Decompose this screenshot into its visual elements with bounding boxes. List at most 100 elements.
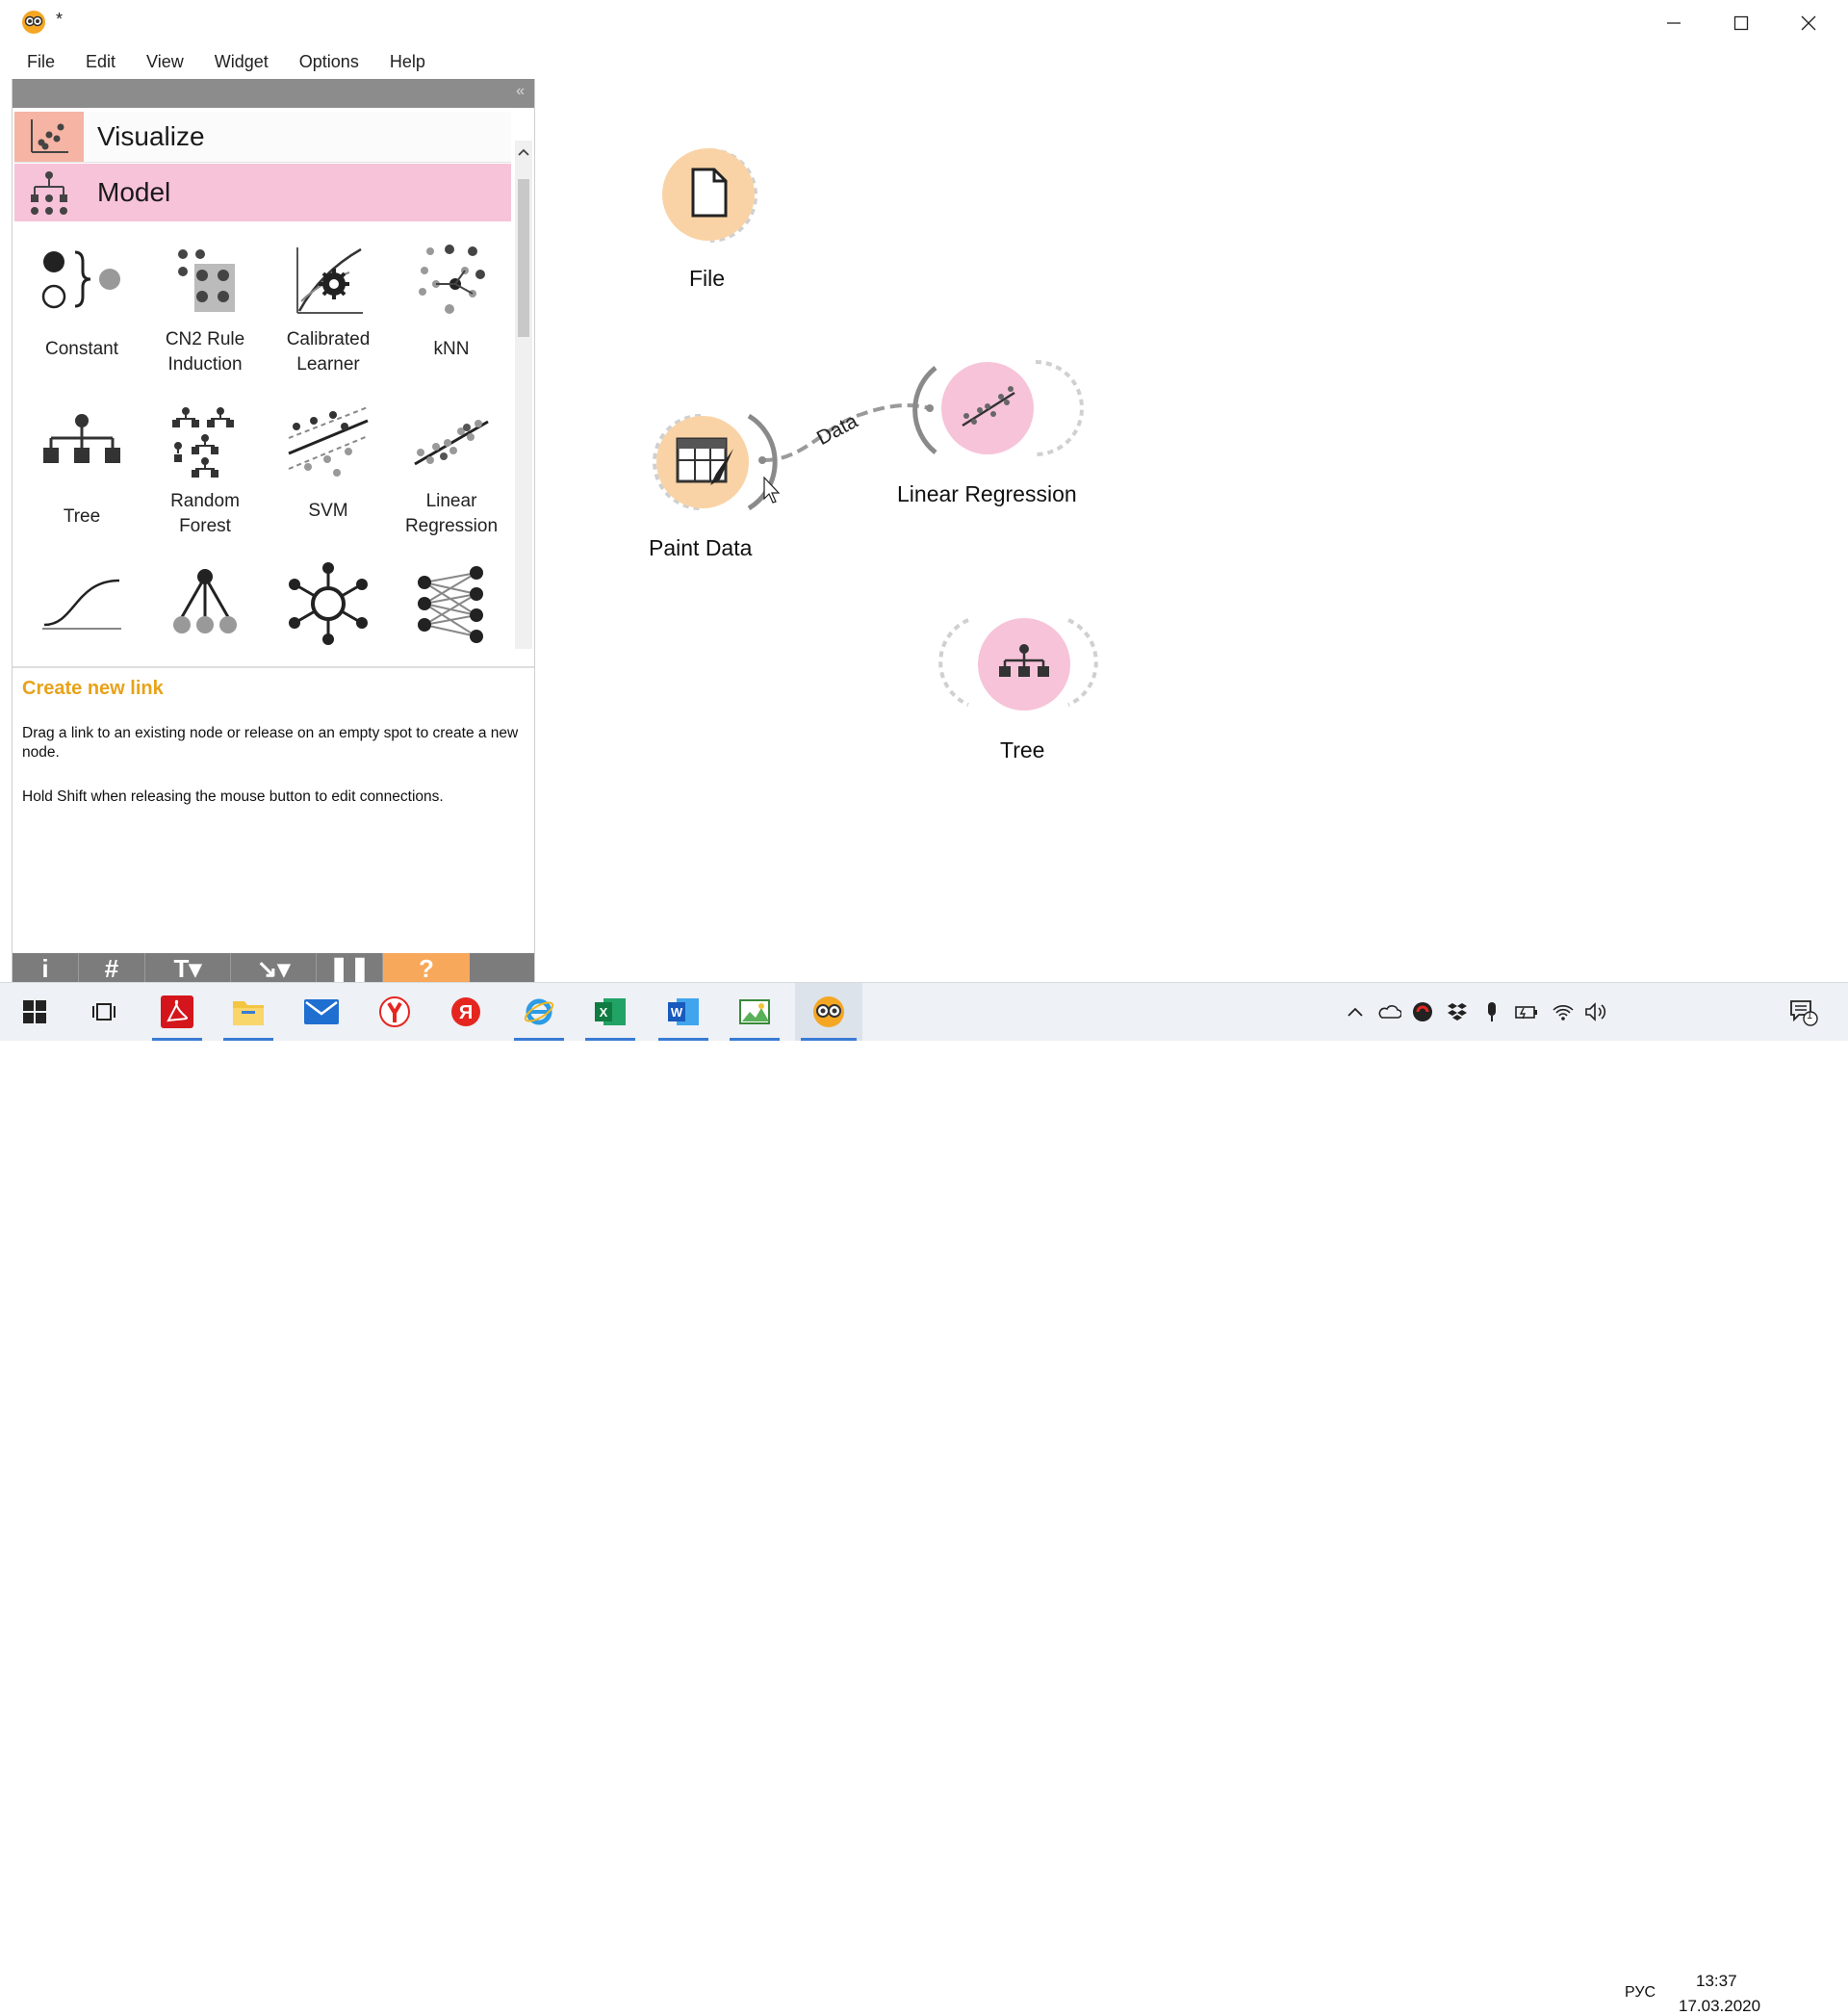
menu-widget[interactable]: Widget <box>214 52 269 71</box>
widget-label: kNN <box>433 339 470 359</box>
help-icon[interactable]: ? <box>383 953 470 984</box>
task-view-button[interactable] <box>73 983 135 1041</box>
svm-icon <box>285 399 372 485</box>
adaboost-icon <box>162 560 248 647</box>
canvas-drawing: Data <box>653 148 1098 711</box>
title-bar: * <box>0 0 1848 46</box>
text-annotation-icon[interactable]: T▾ <box>145 953 231 984</box>
widget-constant[interactable]: Constant <box>20 229 143 391</box>
node-label: Paint Data <box>649 535 753 560</box>
stacking-network-icon <box>285 560 372 647</box>
widget-label: SVM <box>308 501 348 521</box>
yandex-browser-icon <box>379 996 410 1027</box>
node-label: Linear Regression <box>897 481 1077 506</box>
model-tree-icon <box>14 168 84 218</box>
scroll-up-icon[interactable] <box>517 144 530 160</box>
help-text: Hold Shift when releasing the mouse butt… <box>22 788 444 805</box>
menu-help[interactable]: Help <box>389 52 425 71</box>
minimize-button[interactable] <box>1640 0 1707 46</box>
menu-edit[interactable]: Edit <box>86 52 116 71</box>
taskbar-yandex-browser[interactable] <box>364 983 425 1041</box>
arrow-annotation-icon[interactable]: ↘▾ <box>231 953 317 984</box>
category-label: Visualize <box>97 121 205 151</box>
taskbar-excel[interactable]: X <box>579 983 641 1041</box>
taskbar-yandex[interactable]: Я <box>435 983 497 1041</box>
language-indicator[interactable]: РУС <box>1625 1984 1656 2001</box>
menu-file[interactable]: File <box>27 52 56 71</box>
dock-toolbar: i # T▾ ↘▾ ❚❚ ? <box>13 953 534 984</box>
widget-logistic-regression[interactable] <box>20 553 143 649</box>
node-linear-regression[interactable] <box>912 360 1084 456</box>
scroll-thumb[interactable] <box>518 179 529 337</box>
menu-options[interactable]: Options <box>298 52 359 71</box>
menu-view[interactable]: View <box>146 52 184 71</box>
paint-data-icon <box>676 437 733 485</box>
toolbox-scrollbar[interactable] <box>515 141 532 649</box>
microphone-icon[interactable] <box>1480 1000 1503 1023</box>
widget-knn[interactable]: kNN <box>390 229 513 391</box>
grid-icon[interactable]: # <box>79 953 145 984</box>
scatter-plot-icon <box>14 112 84 162</box>
acrobat-icon <box>161 995 193 1028</box>
security-icon[interactable] <box>1411 1000 1434 1023</box>
volume-icon[interactable] <box>1584 1000 1607 1023</box>
mouse-cursor-icon <box>763 476 781 504</box>
windows-icon <box>23 1000 46 1023</box>
battery-icon[interactable] <box>1515 1000 1538 1023</box>
maximize-button[interactable] <box>1707 0 1775 46</box>
workflow-canvas[interactable]: Data <box>535 79 1840 982</box>
node-file[interactable] <box>662 148 757 243</box>
taskbar-explorer[interactable] <box>218 983 279 1041</box>
taskbar-acrobat[interactable] <box>146 983 208 1041</box>
dropbox-icon[interactable] <box>1446 1000 1469 1023</box>
category-visualize[interactable]: Visualize <box>14 112 511 163</box>
start-button[interactable] <box>4 983 65 1041</box>
widget-svm[interactable]: SVM <box>267 391 390 553</box>
taskbar-word[interactable]: W <box>653 983 714 1041</box>
wifi-icon[interactable] <box>1552 1000 1575 1023</box>
category-label: Model <box>97 177 171 207</box>
random-forest-icon <box>162 399 248 485</box>
pause-icon[interactable]: ❚❚ <box>317 953 383 984</box>
widget-stacking[interactable] <box>267 553 390 649</box>
taskbar-mail[interactable] <box>291 983 352 1041</box>
info-icon[interactable]: i <box>13 953 79 984</box>
orange-app-icon <box>21 10 46 35</box>
notifications-icon[interactable]: 1 <box>1788 998 1819 1027</box>
category-model[interactable]: Model <box>14 164 511 221</box>
collapse-dock-icon[interactable]: « <box>516 83 525 99</box>
node-paint-data[interactable] <box>653 413 778 511</box>
clock-time[interactable]: 13:37 <box>1696 1972 1737 1990</box>
tree-icon <box>999 644 1049 677</box>
help-panel: Create new link Drag a link to an existi… <box>13 666 534 957</box>
svg-text:X: X <box>600 1005 608 1020</box>
widget-adaboost[interactable] <box>143 553 267 649</box>
widget-label: Tree <box>63 506 101 527</box>
link-label: Data <box>813 410 861 450</box>
help-title: Create new link <box>22 678 164 699</box>
yandex-icon: Я <box>451 997 480 1026</box>
clock-date[interactable]: 17.03.2020 <box>1679 1997 1761 2015</box>
taskbar-image-viewer[interactable] <box>724 983 785 1041</box>
internet-explorer-icon <box>524 998 554 1025</box>
widget-neural-network[interactable] <box>390 553 513 649</box>
taskbar-orange[interactable] <box>795 983 862 1041</box>
chevron-up-icon[interactable] <box>1344 1000 1367 1023</box>
file-icon <box>691 168 728 218</box>
cn2-rule-induction-icon <box>162 237 248 323</box>
node-tree[interactable] <box>938 618 1098 711</box>
widget-tree[interactable]: Tree <box>20 391 143 553</box>
image-viewer-icon <box>739 999 770 1024</box>
close-button[interactable] <box>1775 0 1842 46</box>
taskbar-internet-explorer[interactable] <box>508 983 570 1041</box>
calibrated-learner-icon <box>285 237 372 323</box>
linear-regression-icon <box>408 399 495 485</box>
onedrive-icon[interactable] <box>1378 1000 1401 1023</box>
